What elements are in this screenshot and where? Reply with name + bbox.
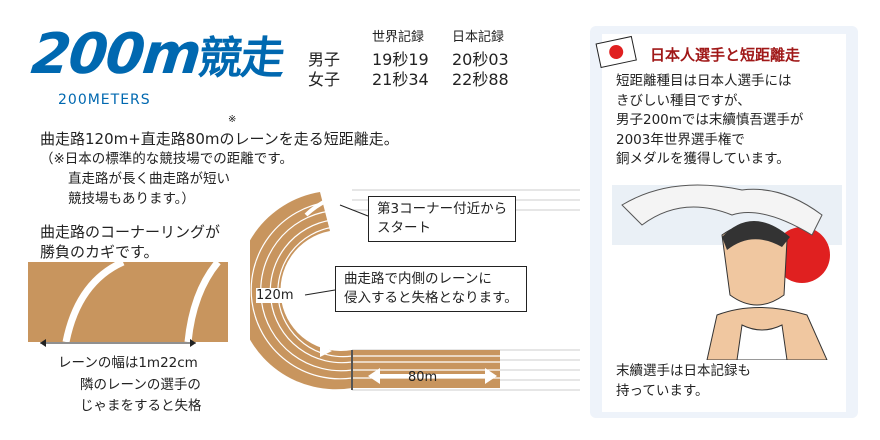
- page-title: 200m競走: [29, 22, 287, 87]
- record-value: 21秒34: [372, 70, 429, 89]
- curve-label: 120m: [256, 288, 294, 303]
- corner-text: 勝負のカギです。: [40, 243, 159, 261]
- note-line: 競技場もあります。）: [68, 191, 195, 207]
- record-value: 20秒03: [452, 50, 509, 69]
- callout-rule: 曲走路で内側のレーンに侵入すると失格となります。: [335, 266, 527, 312]
- description: 曲走路120m+直走路80mのレーンを走る短距離走。: [40, 130, 399, 148]
- subtitle: 200METERS: [58, 92, 151, 108]
- lane-note: 隣のレーンの選手の: [80, 377, 201, 393]
- lane-note: じゃまをすると失格: [80, 398, 202, 414]
- row-label: 女子: [308, 70, 341, 89]
- lane-width-label: レーンの幅は1m22cm: [58, 355, 198, 371]
- callout-start: 第3コーナー付近からスタート: [368, 196, 517, 242]
- japan-flag-icon: [595, 35, 637, 68]
- panel-title: 日本人選手と短距離走: [650, 46, 801, 64]
- row-label: 男子: [308, 50, 341, 69]
- header-world: 世界記録: [372, 30, 425, 45]
- panel-footer: 持っています。: [616, 383, 709, 399]
- lane-closeup: [28, 262, 228, 342]
- athlete-illustration: [612, 184, 842, 360]
- corner-text: 曲走路のコーナーリングが: [40, 223, 221, 241]
- panel-footer: 末續選手は日本記録も: [616, 363, 751, 379]
- straight-label: 80m: [408, 370, 438, 385]
- record-value: 22秒88: [452, 70, 509, 89]
- footnote-mark: ※: [228, 114, 237, 125]
- lane-width-arrow: [40, 339, 196, 347]
- note-line: （※日本の標準的な競技場での距離です。: [40, 151, 293, 167]
- note-line: 直走路が長く曲走路が短い: [68, 171, 230, 187]
- title-main: 200m: [28, 22, 203, 87]
- title-kanji: 競走: [196, 33, 286, 84]
- header-japan: 日本記録: [452, 30, 505, 45]
- record-value: 19秒19: [372, 50, 429, 69]
